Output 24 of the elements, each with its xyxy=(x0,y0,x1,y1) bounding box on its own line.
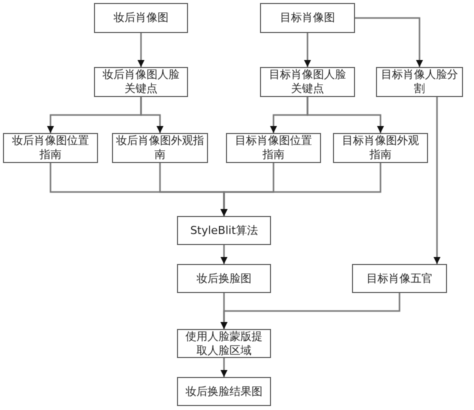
arrow xyxy=(220,245,228,264)
arrow xyxy=(220,163,382,216)
process-box: 目标肖像人脸分割 xyxy=(376,67,463,97)
process-box: 妆后换脸结果图 xyxy=(177,377,271,406)
arrow xyxy=(304,33,311,67)
process-box: 妆后肖像图外观指南 xyxy=(112,133,208,163)
arrow xyxy=(355,17,423,67)
arrow xyxy=(306,97,384,133)
process-box: StyleBlit算法 xyxy=(177,216,271,245)
process-box: 妆后肖像图人脸关键点 xyxy=(94,67,188,97)
arrow xyxy=(434,97,440,264)
arrow xyxy=(220,358,228,377)
process-box: 使用人脸蒙版提取人脸区域 xyxy=(177,329,271,358)
process-box: 妆后肖像图 xyxy=(94,3,188,33)
process-box: 目标肖像图人脸关键点 xyxy=(260,67,355,97)
process-box: 目标肖像图 xyxy=(260,3,355,33)
process-box: 目标肖像五官 xyxy=(352,264,447,293)
arrow xyxy=(138,33,144,67)
process-box: 目标肖像图位置指南 xyxy=(226,133,321,163)
arrow xyxy=(220,293,400,329)
arrow xyxy=(140,97,164,133)
process-box: 目标肖像图外观指南 xyxy=(333,133,428,163)
process-box: 妆后换脸图 xyxy=(177,264,271,293)
process-box: 妆后肖像图位置指南 xyxy=(3,133,98,163)
